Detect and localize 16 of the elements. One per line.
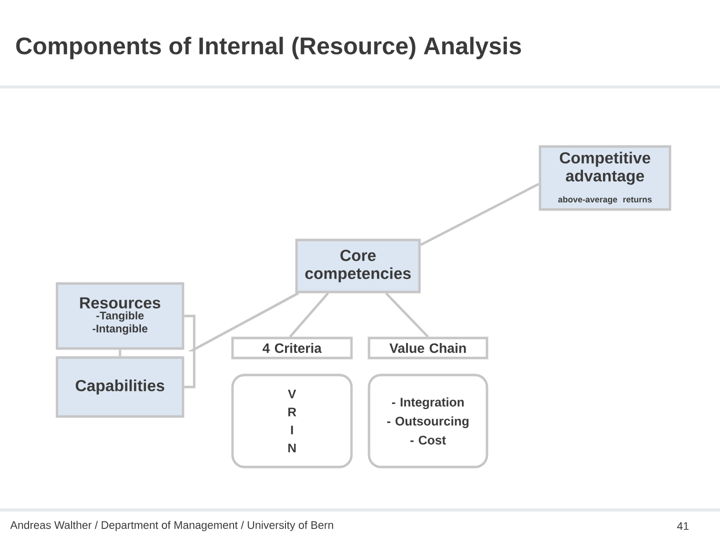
list-box: - Integration - Outsourcing - Cost — [368, 374, 488, 468]
concept-box: Capabilities — [56, 356, 184, 418]
title: Components of Internal (Resource) Analysis — [16, 36, 521, 60]
connector-line — [420, 182, 540, 246]
concept-box: Core competencies — [295, 238, 421, 294]
connector-line — [385, 292, 429, 338]
concept-box: Competitive advantage above-average returns — [538, 145, 672, 211]
page-number: 41 — [677, 522, 689, 530]
footer-text: Andreas Walther / Department of Management / University of Bern — [10, 520, 334, 532]
label-box: 4 Criteria — [231, 336, 353, 360]
label-box: Value Chain — [368, 336, 488, 360]
concept-box: Resources -Tangible -Intangible — [56, 282, 184, 350]
connector-line — [289, 292, 329, 338]
connector-line — [118, 350, 122, 356]
connector-line — [184, 292, 299, 388]
list-box: V R I N — [231, 374, 353, 468]
